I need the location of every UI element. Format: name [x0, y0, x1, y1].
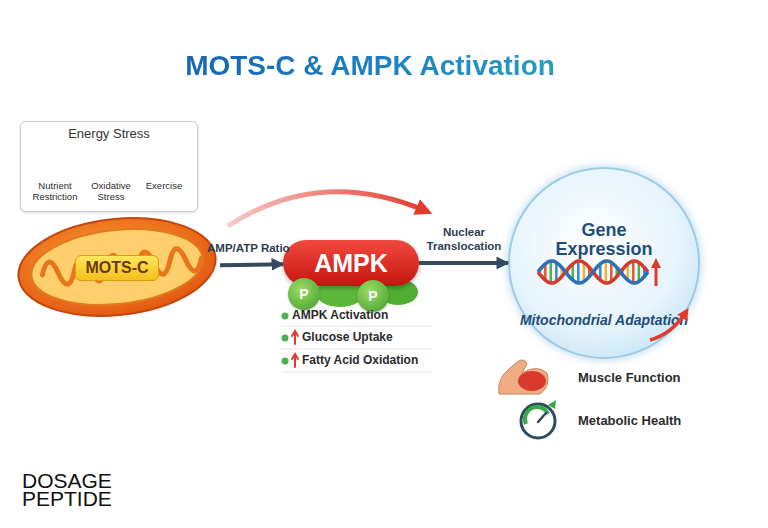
cristae	[41, 246, 203, 287]
base-pair	[610, 263, 613, 282]
diagram-title: MOTS-C & AMPK Activation	[150, 50, 590, 82]
edge-label: Nuclear Translocation	[424, 226, 504, 254]
watermark: DOSAGE PEPTIDE	[22, 472, 122, 508]
activation-arc	[228, 192, 426, 226]
inner-membrane	[28, 221, 207, 313]
gauge-icon	[521, 400, 556, 438]
effect-item: Fatty Acid Oxidation	[302, 354, 418, 368]
phosphate-label: P	[368, 288, 377, 304]
phosphate-label: P	[299, 286, 308, 302]
base-pair	[550, 261, 553, 283]
box-heading: Energy Stress	[21, 126, 197, 141]
nucleus-subtext: Mitochondrial Adaptation	[510, 312, 698, 328]
bicep	[518, 371, 546, 391]
dna-strand	[538, 261, 648, 283]
flow-arrow	[419, 261, 508, 265]
bullet-dot	[282, 358, 289, 365]
separator	[281, 372, 432, 373]
effect-item: AMPK Activation	[292, 309, 388, 323]
outcome-label: Muscle Function	[578, 371, 681, 386]
flow-arrow	[220, 264, 283, 265]
up-arrow	[292, 354, 298, 367]
base-pair	[583, 263, 586, 282]
dna-helix	[538, 261, 648, 283]
base-pair	[605, 261, 608, 283]
gauge-arrow	[548, 400, 556, 409]
base-pair	[638, 263, 641, 282]
gauge-arc	[525, 407, 548, 424]
up-arrow	[655, 262, 658, 286]
icon-caption: Oxidative Stress	[84, 181, 138, 203]
outer-membrane	[14, 209, 221, 325]
phosphate-circle: P	[288, 278, 320, 310]
title-underline	[190, 95, 548, 97]
nucleus-heading: Gene Expression	[554, 221, 654, 259]
edge-label: AMP/ATP Ratio	[207, 242, 290, 254]
bullet-dot	[282, 335, 289, 342]
gauge-dial	[521, 404, 555, 438]
base-pair	[632, 261, 635, 283]
separator	[281, 326, 432, 327]
gauge-needle	[538, 413, 546, 422]
muscle-icon	[499, 360, 548, 394]
base-pair	[555, 263, 558, 282]
increase-arrow	[650, 312, 686, 340]
outcome-label: Metabolic Health	[578, 414, 681, 429]
up-arrow	[292, 331, 298, 344]
icon-caption: Exercise	[136, 181, 192, 192]
icon-caption: Nutrient Restriction	[24, 181, 86, 203]
mitochondrion-node: MOTS-C	[14, 213, 220, 321]
effect-item: Glucose Uptake	[302, 331, 393, 345]
bullet-dot	[282, 313, 289, 320]
base-pair	[577, 261, 580, 283]
protein-label: AMPK	[314, 249, 388, 278]
arm	[499, 360, 548, 394]
mitochondrion-body	[14, 209, 221, 325]
separator	[281, 349, 432, 350]
mitochondrion-label: MOTS-C	[75, 255, 158, 281]
phosphate-circle: P	[357, 280, 389, 312]
dna-strand	[538, 261, 648, 283]
